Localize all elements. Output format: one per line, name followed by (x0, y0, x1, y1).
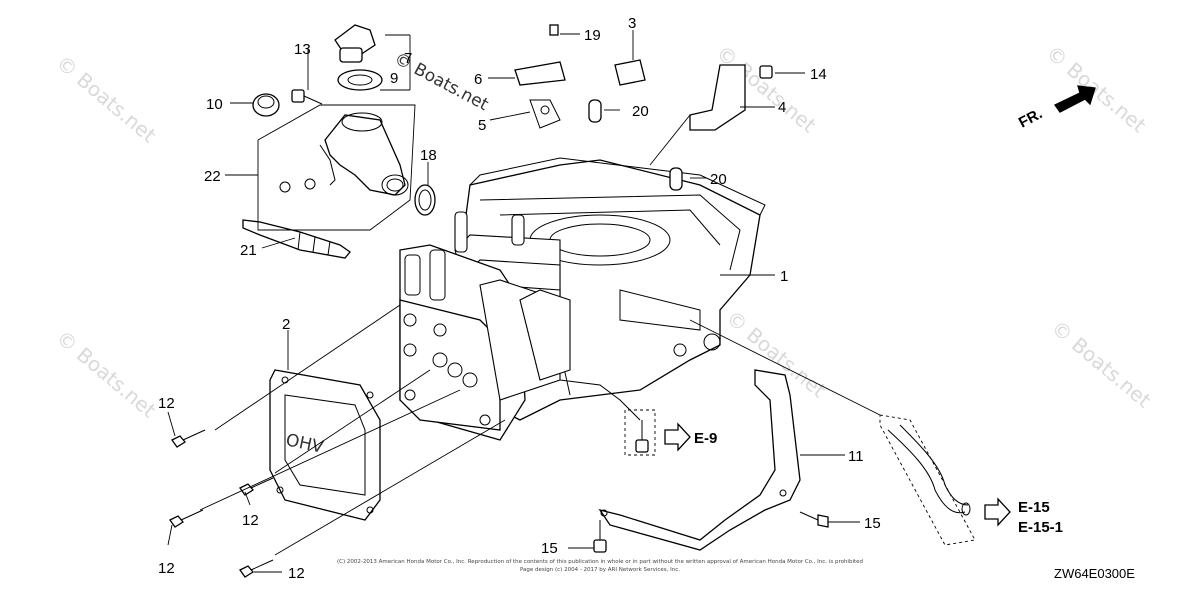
front-indicator-label: FR. (1016, 105, 1045, 131)
front-arrow-icon (1054, 85, 1096, 113)
watermark-3: © Boats.net (1042, 40, 1151, 137)
callout-11: 11 (848, 448, 864, 465)
e15-arrow-icon (984, 497, 1011, 527)
bolt-15-a (593, 520, 607, 553)
cylinder-head-area (399, 244, 571, 441)
section-references: E-9 E-15 E-15-1 (694, 430, 1063, 536)
callout-22: 22 (204, 168, 221, 185)
callout-19: 19 (584, 27, 601, 44)
callout-15-b: 15 (864, 515, 881, 532)
callout-leaders (167, 30, 860, 573)
bracket-part (598, 369, 801, 551)
spark-plug-part (242, 219, 351, 259)
callout-5: 5 (478, 117, 486, 134)
bolt-12-d (239, 559, 274, 578)
callout-3: 3 (628, 15, 636, 32)
callout-9: 9 (390, 70, 398, 87)
bolt-e9 (635, 420, 649, 453)
assembly-lines (199, 34, 881, 556)
watermark-6: © Boats.net (1047, 315, 1156, 412)
diagram-code: ZW64E0300E (1054, 566, 1135, 581)
head-cover-part: OHV (269, 369, 381, 521)
bolts (169, 420, 829, 578)
callouts: 1 2 3 4 5 6 7 9 10 11 12 12 12 12 13 14 … (158, 15, 881, 582)
callout-20-b: 20 (710, 171, 727, 188)
reference-arrows (664, 422, 1011, 527)
callout-12-a: 12 (158, 395, 175, 412)
copyright-line-2: Page design (c) 2004 - 2017 by ARI Netwo… (520, 567, 680, 573)
callout-6: 6 (474, 71, 482, 88)
bolt-15-b (799, 511, 829, 528)
callout-12-d: 12 (288, 565, 305, 582)
intake-manifold-part (279, 112, 409, 196)
copyright-line-1: (C) 2002-2013 American Honda Motor Co., … (337, 559, 863, 565)
small-parts-top-left (252, 24, 436, 216)
callout-21: 21 (240, 242, 257, 259)
callout-12-b: 12 (242, 512, 259, 529)
e9-arrow-icon (664, 422, 691, 452)
callout-12-c: 12 (158, 560, 175, 577)
callout-2: 2 (282, 316, 290, 333)
small-parts-top-right (514, 24, 773, 191)
ref-e15-1-link[interactable]: E-15-1 (1018, 519, 1063, 536)
callout-20-a: 20 (632, 103, 649, 120)
callout-15-a: 15 (541, 540, 558, 557)
watermark-1: © Boats.net (52, 50, 161, 147)
callout-10: 10 (206, 96, 223, 113)
watermark-4: © Boats.net (52, 325, 161, 422)
callout-1: 1 (780, 268, 788, 285)
callout-7: 7 (404, 50, 412, 67)
bolt-12-a (171, 429, 206, 448)
callout-4: 4 (778, 99, 786, 116)
breather-tube-part (879, 414, 976, 546)
front-direction: FR. (1016, 85, 1096, 132)
bolt-12-c (169, 509, 204, 528)
callout-18: 18 (420, 147, 437, 164)
ref-e9-link[interactable]: E-9 (694, 430, 717, 447)
callout-14: 14 (810, 66, 827, 83)
ref-e15-link[interactable]: E-15 (1018, 499, 1050, 516)
callout-13: 13 (294, 41, 311, 58)
